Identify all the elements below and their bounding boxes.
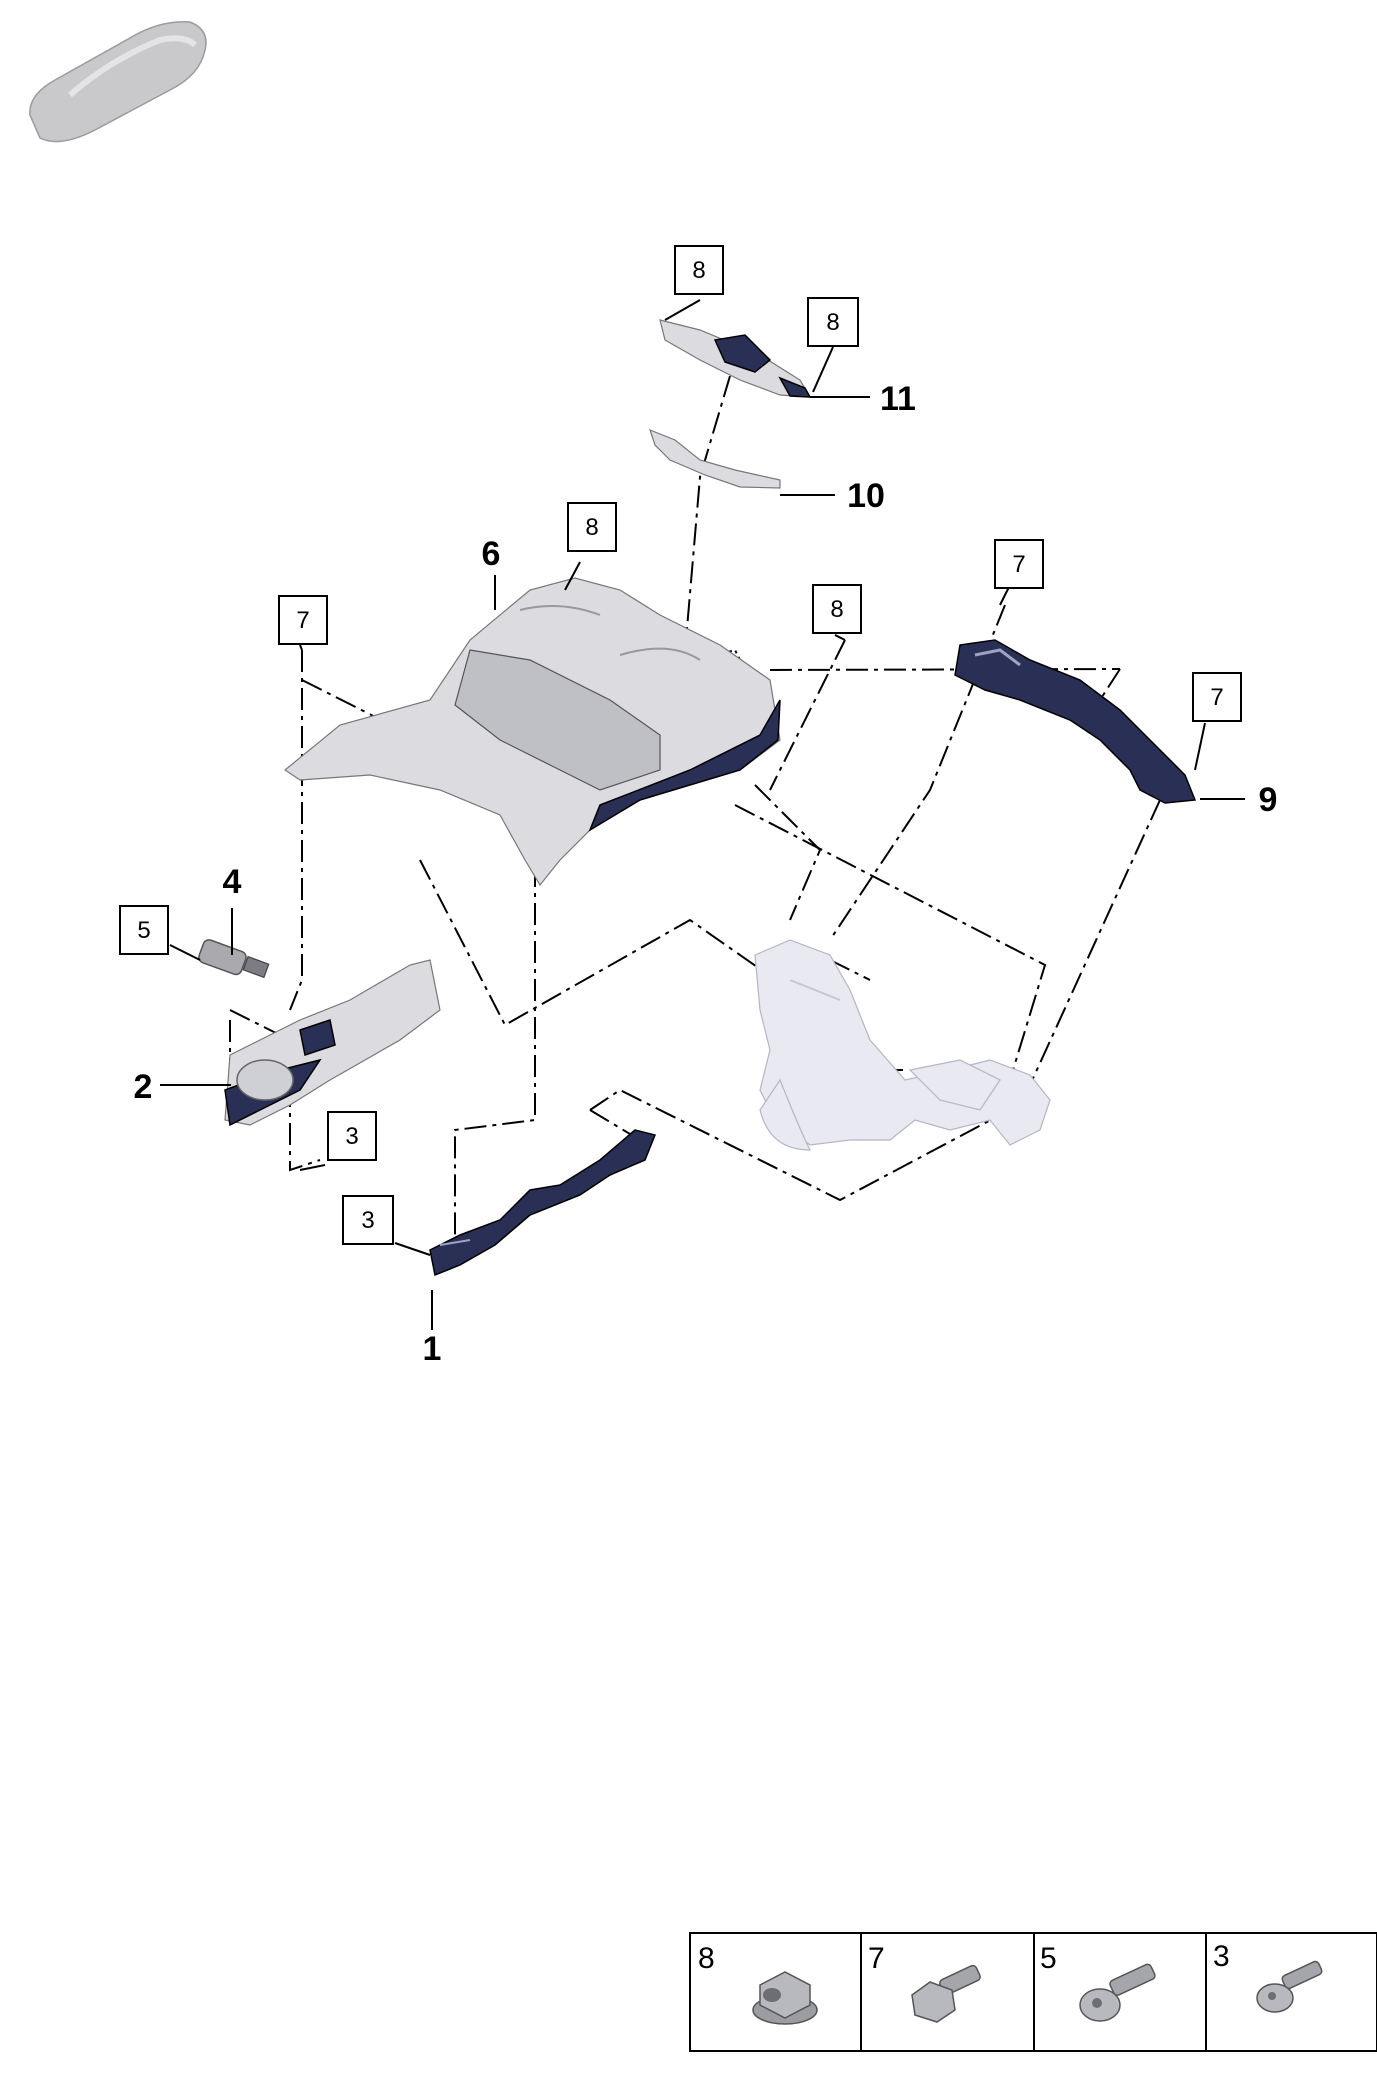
box-ref-5: 5 xyxy=(119,905,169,955)
heat-shield-11 xyxy=(659,319,812,398)
heat-shield-6 xyxy=(283,577,781,887)
legend-cell-8: 8 xyxy=(698,1942,818,2025)
box-ref-3-upper: 3 xyxy=(327,1111,377,1161)
callout-9: 9 xyxy=(1259,781,1278,819)
svg-text:8: 8 xyxy=(585,514,598,541)
svg-text:8: 8 xyxy=(692,257,705,284)
svg-text:7: 7 xyxy=(868,1942,885,1975)
fastener-legend: 8 7 5 3 xyxy=(689,1932,1377,2052)
box-ref-7-right: 7 xyxy=(1192,672,1242,722)
svg-text:5: 5 xyxy=(137,917,150,944)
svg-text:3: 3 xyxy=(361,1207,374,1234)
hex-bolt-icon xyxy=(911,1964,981,2023)
box-ref-7-mid: 7 xyxy=(994,539,1044,589)
svg-text:7: 7 xyxy=(1210,684,1223,711)
flange-nut-icon xyxy=(752,1971,818,2025)
heat-shield-2 xyxy=(224,959,441,1127)
callout-6: 6 xyxy=(482,535,501,573)
callout-11: 11 xyxy=(880,380,916,418)
vehicle-thumbnail-icon xyxy=(29,21,207,143)
legend-cell-7: 7 xyxy=(868,1942,981,2023)
exhaust-assembly-ghost xyxy=(754,939,1051,1151)
bracket-1 xyxy=(429,1129,657,1277)
svg-text:3: 3 xyxy=(345,1123,358,1150)
callout-10: 10 xyxy=(847,477,885,515)
torx-bolt-icon xyxy=(1079,1963,1156,2022)
legend-cell-5: 5 xyxy=(1040,1942,1156,2022)
sensor-4 xyxy=(198,939,270,979)
box-ref-8-top: 8 xyxy=(674,245,724,295)
box-ref-3-lower: 3 xyxy=(342,1195,394,1245)
box-ref-7-left: 7 xyxy=(278,595,328,645)
heat-shield-9 xyxy=(954,639,1197,804)
heat-shield-10 xyxy=(649,428,781,489)
callout-4: 4 xyxy=(223,863,242,901)
callout-2: 2 xyxy=(134,1068,153,1106)
svg-text:3: 3 xyxy=(1213,1940,1230,1973)
leader-lines xyxy=(160,299,1245,1330)
legend-cell-3: 3 xyxy=(1213,1940,1323,2013)
svg-text:7: 7 xyxy=(296,607,309,634)
torx-bolt-icon xyxy=(1256,1960,1323,2013)
callout-1: 1 xyxy=(423,1330,442,1368)
svg-text:5: 5 xyxy=(1040,1942,1057,1975)
box-ref-8-mid: 8 xyxy=(812,584,862,634)
svg-text:8: 8 xyxy=(698,1942,715,1975)
box-ref-8-top2: 8 xyxy=(807,297,859,347)
svg-text:8: 8 xyxy=(830,596,843,623)
svg-text:7: 7 xyxy=(1012,551,1025,578)
box-ref-8-six: 8 xyxy=(567,502,617,552)
svg-text:8: 8 xyxy=(826,309,839,336)
